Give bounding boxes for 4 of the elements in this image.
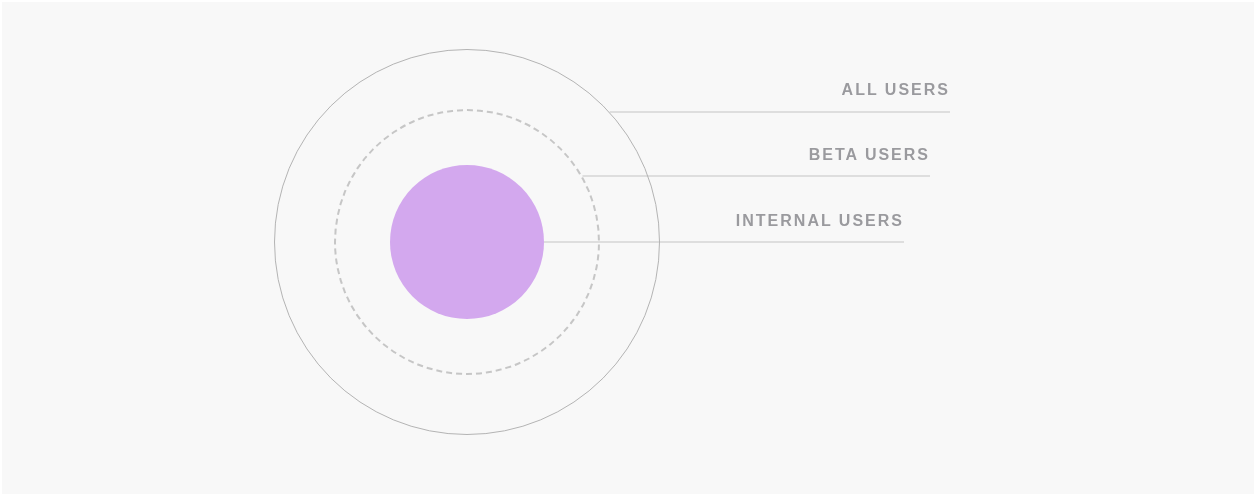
dashed-circle xyxy=(334,109,600,375)
group-label: ALL USERS xyxy=(841,80,950,111)
group-label: INTERNAL USERS xyxy=(735,211,904,241)
group-label: BETA USERS xyxy=(808,145,930,175)
